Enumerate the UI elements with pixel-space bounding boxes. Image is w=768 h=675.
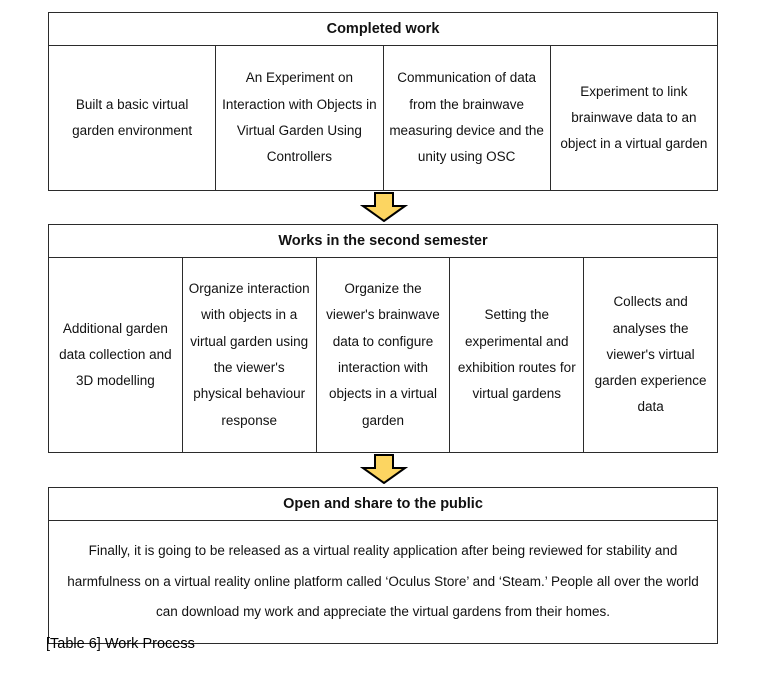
- table-row: Finally, it is going to be released as a…: [48, 520, 718, 644]
- table-header-row: Works in the second semester: [48, 224, 718, 258]
- cell-second-semester-3: Organize the viewer's brainwave data to …: [315, 257, 451, 453]
- cell-completed-work-2: An Experiment on Interaction with Object…: [215, 45, 384, 191]
- arrow-down-icon: [360, 192, 408, 222]
- cell-open-share-paragraph: Finally, it is going to be released as a…: [48, 520, 718, 644]
- table-row: Additional garden data collection and 3D…: [48, 257, 718, 453]
- cell-second-semester-5: Collects and analyses the viewer's virtu…: [583, 257, 718, 453]
- flow-arrow-one: [0, 190, 768, 224]
- table-open-share-header: Open and share to the public: [48, 487, 718, 521]
- table-caption: [Table 6] Work Process: [46, 636, 195, 652]
- table-row: Built a basic virtual garden environment…: [47, 45, 719, 191]
- table-header-row: Open and share to the public: [48, 487, 718, 521]
- cell-second-semester-1: Additional garden data collection and 3D…: [48, 257, 183, 453]
- arrow-down-icon: [360, 454, 408, 484]
- cell-second-semester-2: Organize interaction with objects in a v…: [181, 257, 317, 453]
- flow-arrow-two: [0, 452, 768, 486]
- cell-completed-work-1: Built a basic virtual garden environment: [47, 45, 217, 191]
- table-second-semester-header: Works in the second semester: [48, 224, 718, 258]
- cell-second-semester-4: Setting the experimental and exhibition …: [449, 257, 585, 453]
- table-second-semester: Works in the second semester Additional …: [48, 224, 718, 453]
- table-completed-work: Completed work Built a basic virtual gar…: [47, 12, 719, 191]
- table-open-share: Open and share to the public Finally, it…: [48, 487, 718, 644]
- table-header-row: Completed work: [48, 12, 718, 46]
- table-completed-work-header: Completed work: [48, 12, 718, 46]
- cell-completed-work-3: Communication of data from the brainwave…: [382, 45, 551, 191]
- cell-completed-work-4: Experiment to link brainwave data to an …: [549, 45, 719, 191]
